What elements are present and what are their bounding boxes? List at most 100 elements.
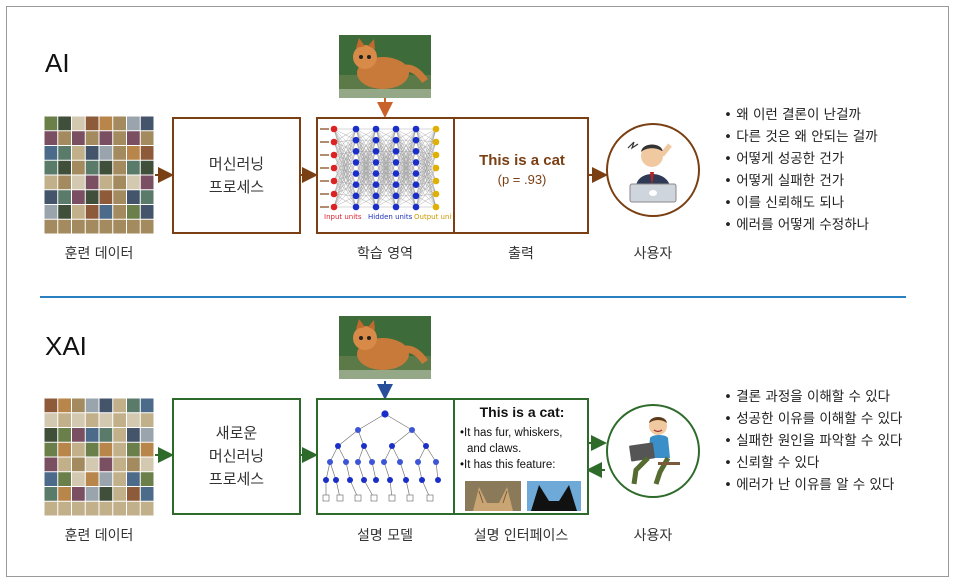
nn-edge (333, 173, 357, 182)
nn-edge (395, 140, 417, 208)
tree-edge (383, 461, 391, 481)
nn-edge (333, 167, 357, 174)
training-thumbnail (72, 501, 85, 516)
nn-edge (415, 141, 437, 174)
xai-benefit-item: • 결론 과정을 이해할 수 있다 (724, 389, 891, 405)
training-thumbnail (113, 116, 126, 131)
training-thumbnail (72, 160, 85, 175)
xai-process-line-2: 머신러닝 (208, 447, 265, 465)
nn-edge (415, 173, 437, 182)
xai-title: XAI (45, 331, 87, 361)
ai-questions-list: • 왜 이런 결론이 난걸까 • 다른 것은 왜 안되는 걸까 • 어떻게 성공… (724, 104, 878, 236)
nn-edge (415, 180, 437, 208)
training-thumbnail (44, 219, 58, 234)
nn-edge (333, 151, 357, 195)
training-thumbnail (140, 190, 154, 204)
nn-edge (395, 151, 417, 208)
tree-node (381, 459, 387, 465)
nn-edge (333, 141, 357, 174)
training-thumbnail (58, 487, 71, 501)
nn-edge (355, 184, 377, 208)
training-thumbnail (113, 413, 126, 427)
nn-edge (333, 139, 357, 143)
nn-edge (333, 141, 357, 196)
ai-question-item: • 어떻게 실패한 건가 (724, 173, 845, 189)
tree-node (323, 477, 329, 483)
nn-edge (415, 141, 437, 152)
nn-edge (395, 195, 417, 208)
nn-edge (333, 141, 357, 152)
training-thumbnail (127, 472, 140, 486)
training-thumbnail (44, 146, 58, 160)
tree-edge (417, 461, 423, 481)
nn-node (412, 159, 420, 166)
tree-edge (357, 461, 365, 481)
tree-node (387, 477, 393, 483)
tree-node (327, 459, 333, 465)
training-thumbnail (58, 472, 71, 486)
ai-output-title: This is a cat (479, 152, 565, 169)
nn-edge (333, 128, 357, 174)
tree-node (355, 459, 361, 465)
training-thumbnail (72, 428, 85, 442)
tree-node (369, 459, 375, 465)
nn-edge (415, 167, 437, 196)
nn-node (432, 138, 440, 146)
nn-edge (395, 128, 417, 174)
training-thumbnail (113, 398, 126, 413)
tree-node (397, 459, 403, 465)
training-thumbnail (127, 398, 140, 413)
nn-edge (415, 141, 437, 208)
training-thumbnail (44, 487, 58, 501)
nn-edge (415, 140, 437, 195)
training-data-image-ai (44, 116, 154, 234)
nn-edge (395, 184, 417, 208)
training-thumbnail (44, 160, 58, 175)
training-thumbnail (99, 457, 113, 472)
training-thumbnail (58, 413, 71, 427)
training-thumbnail (72, 487, 85, 501)
training-thumbnail (140, 116, 154, 131)
training-thumbnail (99, 472, 113, 486)
nn-node (330, 138, 338, 146)
training-thumbnail (85, 501, 99, 516)
nn-edge (415, 128, 437, 195)
training-thumbnail (58, 190, 71, 204)
output-label: 출력 (508, 246, 534, 262)
tree-edge (411, 429, 427, 447)
nn-edge (375, 184, 397, 208)
tree-edge (399, 461, 407, 481)
ai-question-item: • 에러를 어떻게 수정하나 (724, 217, 870, 233)
nn-edge (333, 151, 357, 182)
tree-edge (391, 429, 413, 447)
tree-node (388, 494, 396, 502)
nn-edge (375, 128, 397, 152)
nn-edge (375, 173, 397, 208)
nn-edge (375, 128, 397, 141)
tree-node (419, 477, 425, 483)
nn-edge (355, 128, 377, 196)
cat-photo-ai (339, 35, 431, 98)
training-thumbnail (127, 146, 140, 160)
training-thumbnail (72, 472, 85, 486)
training-thumbnail (127, 175, 140, 190)
nn-edge (375, 128, 397, 174)
ml-process-line-1: 머신러닝 (208, 154, 265, 173)
nn-edge (333, 154, 357, 163)
nn-edge (415, 128, 437, 185)
nn-edge (395, 128, 417, 152)
training-thumbnail (113, 457, 126, 472)
nn-edge (333, 128, 357, 195)
tree-node (435, 477, 441, 483)
training-thumbnail (44, 190, 58, 204)
training-thumbnail (85, 160, 99, 175)
nn-edge (333, 141, 357, 163)
nn-edge (395, 162, 417, 208)
nn-edge (415, 154, 437, 163)
training-thumbnail (99, 175, 113, 190)
xai-benefit-item: • 성공한 이유를 이해할 수 있다 (724, 411, 903, 427)
training-thumbnail (99, 487, 113, 501)
training-thumbnail (72, 442, 85, 457)
nn-edge (375, 140, 397, 208)
nn-edge (355, 128, 377, 174)
